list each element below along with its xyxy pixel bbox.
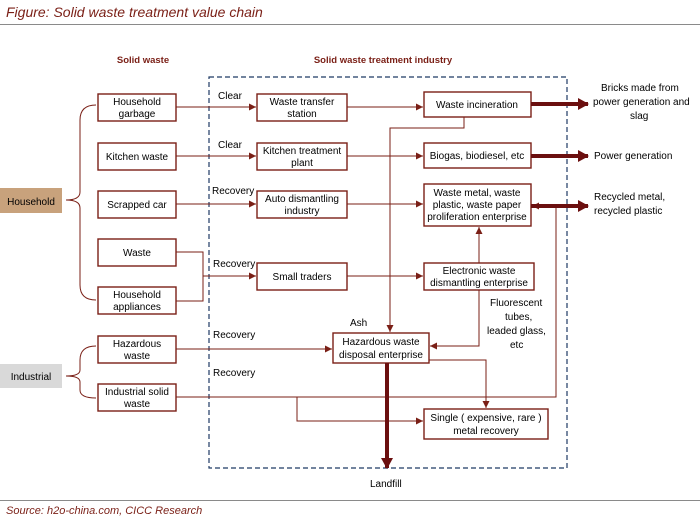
node-auto-dismantling: Auto dismantling industry (256, 190, 348, 219)
household-tag: Household (0, 188, 62, 213)
source-note: Source: h2o-china.com, CICC Research (6, 505, 203, 517)
household-label: Household (7, 197, 55, 208)
svg-text:station: station (287, 109, 316, 120)
figure-title: Figure: Solid waste treatment value chai… (6, 4, 263, 20)
node-kitchen-treatment-plant: Kitchen treatment plant (256, 142, 348, 171)
svg-text:Recycled metal,: Recycled metal, (594, 192, 665, 203)
svg-text:Power generation: Power generation (594, 151, 672, 162)
node-small-traders: Small traders (256, 262, 348, 291)
svg-text:Auto dismantling: Auto dismantling (265, 194, 339, 205)
output-fluorescent-tubes: Fluorescent tubes, leaded glass, etc (487, 298, 546, 351)
source-divider (0, 500, 700, 501)
label-recovery-4: Recovery (213, 368, 255, 379)
header-treatment-industry: Solid waste treatment industry (314, 55, 453, 66)
svg-text:Biogas, biodiesel, etc: Biogas, biodiesel, etc (430, 151, 525, 162)
svg-text:Household: Household (113, 290, 161, 301)
svg-text:Waste transfer: Waste transfer (270, 97, 335, 108)
svg-text:Fluorescent: Fluorescent (490, 298, 542, 309)
svg-text:etc: etc (510, 340, 523, 351)
node-hazardous-waste-disposal: Hazardous waste disposal enterprise (332, 332, 430, 364)
industrial-label: Industrial (11, 372, 52, 383)
svg-text:Scrapped car: Scrapped car (107, 200, 167, 211)
node-waste-metal-enterprise: Waste metal, waste plastic, waste paper … (423, 183, 532, 227)
svg-text:Waste metal, waste: Waste metal, waste (434, 188, 521, 199)
svg-text:dismantling enterprise: dismantling enterprise (430, 278, 528, 289)
output-power-generation: Power generation (594, 151, 672, 162)
svg-text:slag: slag (630, 111, 648, 122)
node-electronic-waste-dismantling: Electronic waste dismantling enterprise (423, 262, 535, 291)
svg-text:waste: waste (123, 399, 151, 410)
label-clear-2: Clear (218, 140, 243, 151)
header-solid-waste: Solid waste (117, 55, 169, 66)
source-scrapped-car: Scrapped car (97, 190, 177, 219)
svg-text:power generation and: power generation and (593, 97, 690, 108)
source-household-appliances: Household appliances (97, 286, 177, 315)
source-kitchen-waste: Kitchen waste (97, 142, 177, 171)
svg-text:Kitchen waste: Kitchen waste (106, 152, 169, 163)
svg-text:garbage: garbage (119, 109, 156, 120)
node-waste-incineration: Waste incineration (423, 91, 532, 118)
svg-text:industry: industry (284, 206, 319, 217)
output-landfill: Landfill (370, 479, 402, 490)
svg-text:metal recovery: metal recovery (453, 426, 519, 437)
svg-text:leaded glass,: leaded glass, (487, 326, 546, 337)
node-biogas-biodiesel: Biogas, biodiesel, etc (423, 142, 532, 169)
source-waste: Waste (97, 238, 177, 267)
svg-text:Hazardous: Hazardous (113, 339, 161, 350)
edge-incineration-ash (386, 117, 465, 332)
edge-waste-appliances-join (176, 251, 204, 302)
title-divider (0, 24, 700, 25)
node-metal-recovery: Single ( expensive, rare ) metal recover… (423, 408, 549, 440)
svg-text:plant: plant (291, 158, 313, 169)
svg-text:Industrial solid: Industrial solid (105, 387, 169, 398)
svg-text:Kitchen treatment: Kitchen treatment (263, 146, 342, 157)
svg-text:plastic, waste paper: plastic, waste paper (433, 200, 522, 211)
label-recovery-3: Recovery (213, 330, 255, 341)
svg-text:Single ( expensive, rare ): Single ( expensive, rare ) (430, 413, 541, 424)
svg-text:Waste incineration: Waste incineration (436, 100, 518, 111)
edge-hazardous-to-recovery (429, 359, 490, 408)
svg-text:Electronic waste: Electronic waste (443, 266, 516, 277)
svg-text:Small traders: Small traders (273, 272, 332, 283)
label-clear-1: Clear (218, 91, 243, 102)
label-ash: Ash (350, 318, 367, 329)
svg-text:tubes,: tubes, (505, 312, 532, 323)
output-recycled-metal-plastic: Recycled metal, recycled plastic (594, 192, 665, 217)
source-hazardous-waste: Hazardous waste (97, 335, 177, 364)
source-industrial-solid-waste: Industrial solid waste (97, 383, 177, 412)
svg-text:Household: Household (113, 97, 161, 108)
svg-text:proliferation enterprise: proliferation enterprise (427, 212, 527, 223)
svg-text:Bricks made from: Bricks made from (601, 83, 679, 94)
svg-text:Hazardous waste: Hazardous waste (342, 337, 420, 348)
svg-text:appliances: appliances (113, 302, 161, 313)
edge-industrial-to-recovery (296, 397, 423, 425)
household-brace (65, 104, 97, 301)
svg-text:Landfill: Landfill (370, 479, 402, 490)
svg-text:disposal enterprise: disposal enterprise (339, 350, 423, 361)
source-household-garbage: Household garbage (97, 93, 177, 122)
label-recovery-2: Recovery (213, 259, 255, 270)
svg-text:waste: waste (123, 351, 151, 362)
node-waste-transfer-station: Waste transfer station (256, 93, 348, 122)
industrial-tag: Industrial (0, 364, 62, 388)
industrial-brace (65, 345, 97, 399)
svg-text:Waste: Waste (123, 248, 151, 259)
svg-text:recycled plastic: recycled plastic (594, 206, 662, 217)
label-recovery-1: Recovery (212, 186, 254, 197)
output-bricks: Bricks made from power generation and sl… (593, 83, 690, 122)
edge-electronic-hazardous (430, 290, 480, 350)
